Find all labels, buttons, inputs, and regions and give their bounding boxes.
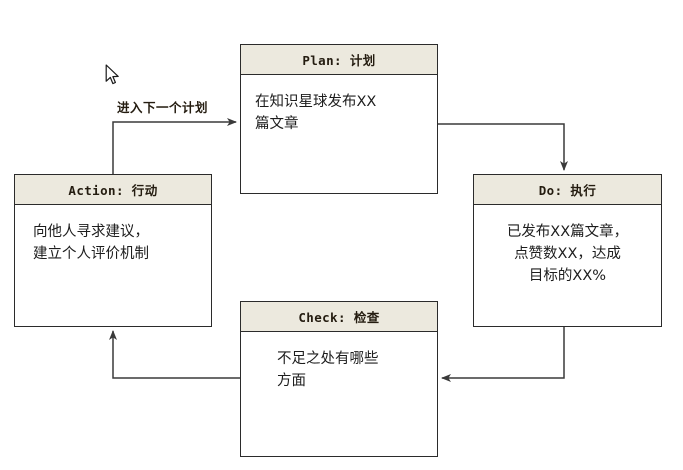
node-action-body: 向他人寻求建议， 建立个人评价机制 <box>33 224 149 263</box>
node-action-title: Action: 行动 <box>15 175 211 205</box>
node-plan-title: Plan: 计划 <box>241 45 437 75</box>
node-do[interactable]: Do: 执行 已发布XX篇文章， 点赞数XX，达成 目标的XX% <box>473 174 662 327</box>
node-do-body: 已发布XX篇文章， 点赞数XX，达成 目标的XX% <box>506 224 629 285</box>
node-check-body: 不足之处有哪些 方面 <box>277 351 379 390</box>
node-action[interactable]: Action: 行动 向他人寻求建议， 建立个人评价机制 <box>14 174 212 327</box>
edge-label-next-plan: 进入下一个计划 <box>117 100 209 115</box>
node-plan[interactable]: Plan: 计划 在知识星球发布XX 篇文章 <box>240 44 438 194</box>
node-check[interactable]: Check: 检查 不足之处有哪些 方面 <box>240 301 438 457</box>
node-do-title: Do: 执行 <box>474 175 661 205</box>
node-check-title: Check: 检查 <box>241 302 437 332</box>
edge-plan-to-do <box>438 123 568 171</box>
edge-check-to-action <box>109 330 240 379</box>
edge-do-to-check <box>441 327 565 382</box>
node-plan-body: 在知识星球发布XX 篇文章 <box>255 94 377 133</box>
